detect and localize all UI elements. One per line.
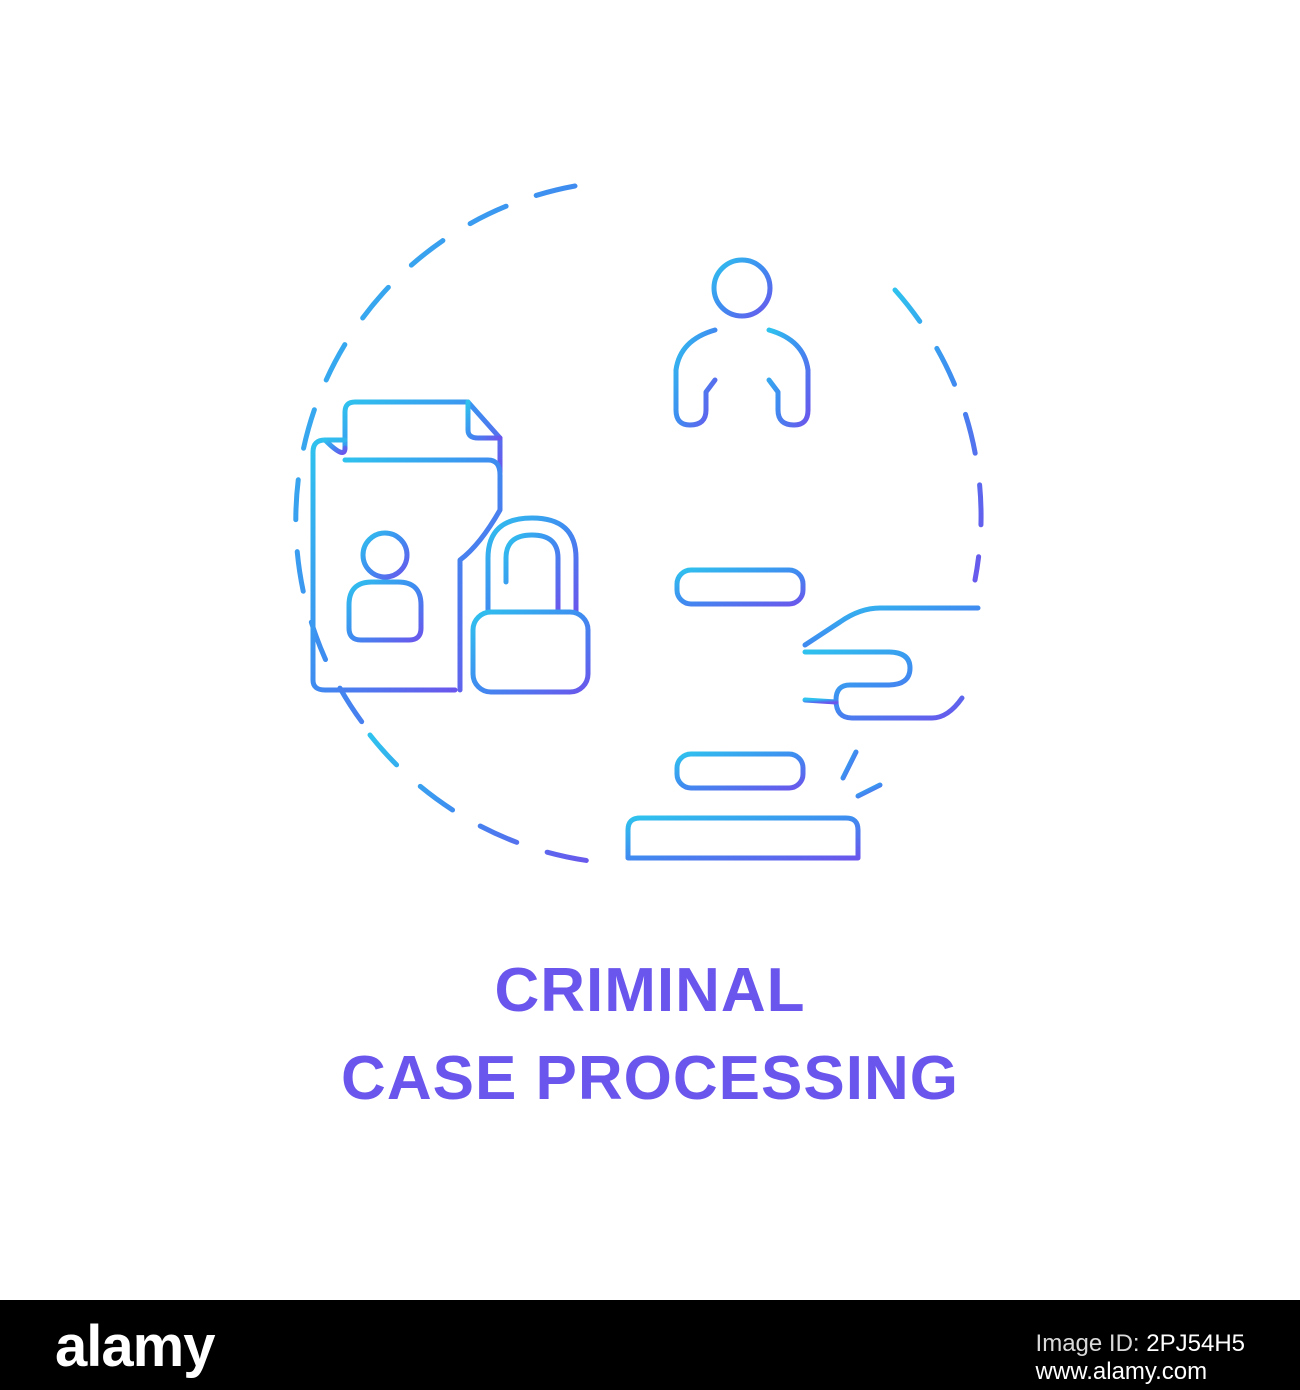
image-id-block: Image ID: 2PJ54H5 www.alamy.com	[1036, 1330, 1245, 1386]
watermark-footer: alamy Image ID: 2PJ54H5 www.alamy.com	[0, 1300, 1300, 1390]
personal-file-icon	[310, 399, 503, 693]
caption-title-line-1: CRIMINAL	[494, 956, 806, 1025]
judge-gavel-icon	[625, 567, 883, 861]
jail-cell-icon	[603, 202, 881, 493]
unlocked-padlock-icon	[470, 515, 591, 695]
criminal-case-illustration	[293, 183, 984, 865]
dashed-circle-frame	[293, 183, 984, 865]
hand-icon	[802, 605, 981, 721]
image-id-label: Image ID:	[1035, 1330, 1147, 1357]
site-url[interactable]: www.alamy.com	[1035, 1358, 1208, 1385]
brand-logo[interactable]: alamy	[55, 1314, 215, 1379]
caption-title-line-2: CASE PROCESSING	[341, 1044, 959, 1113]
image-id-value: 2PJ54H5	[1146, 1330, 1245, 1357]
